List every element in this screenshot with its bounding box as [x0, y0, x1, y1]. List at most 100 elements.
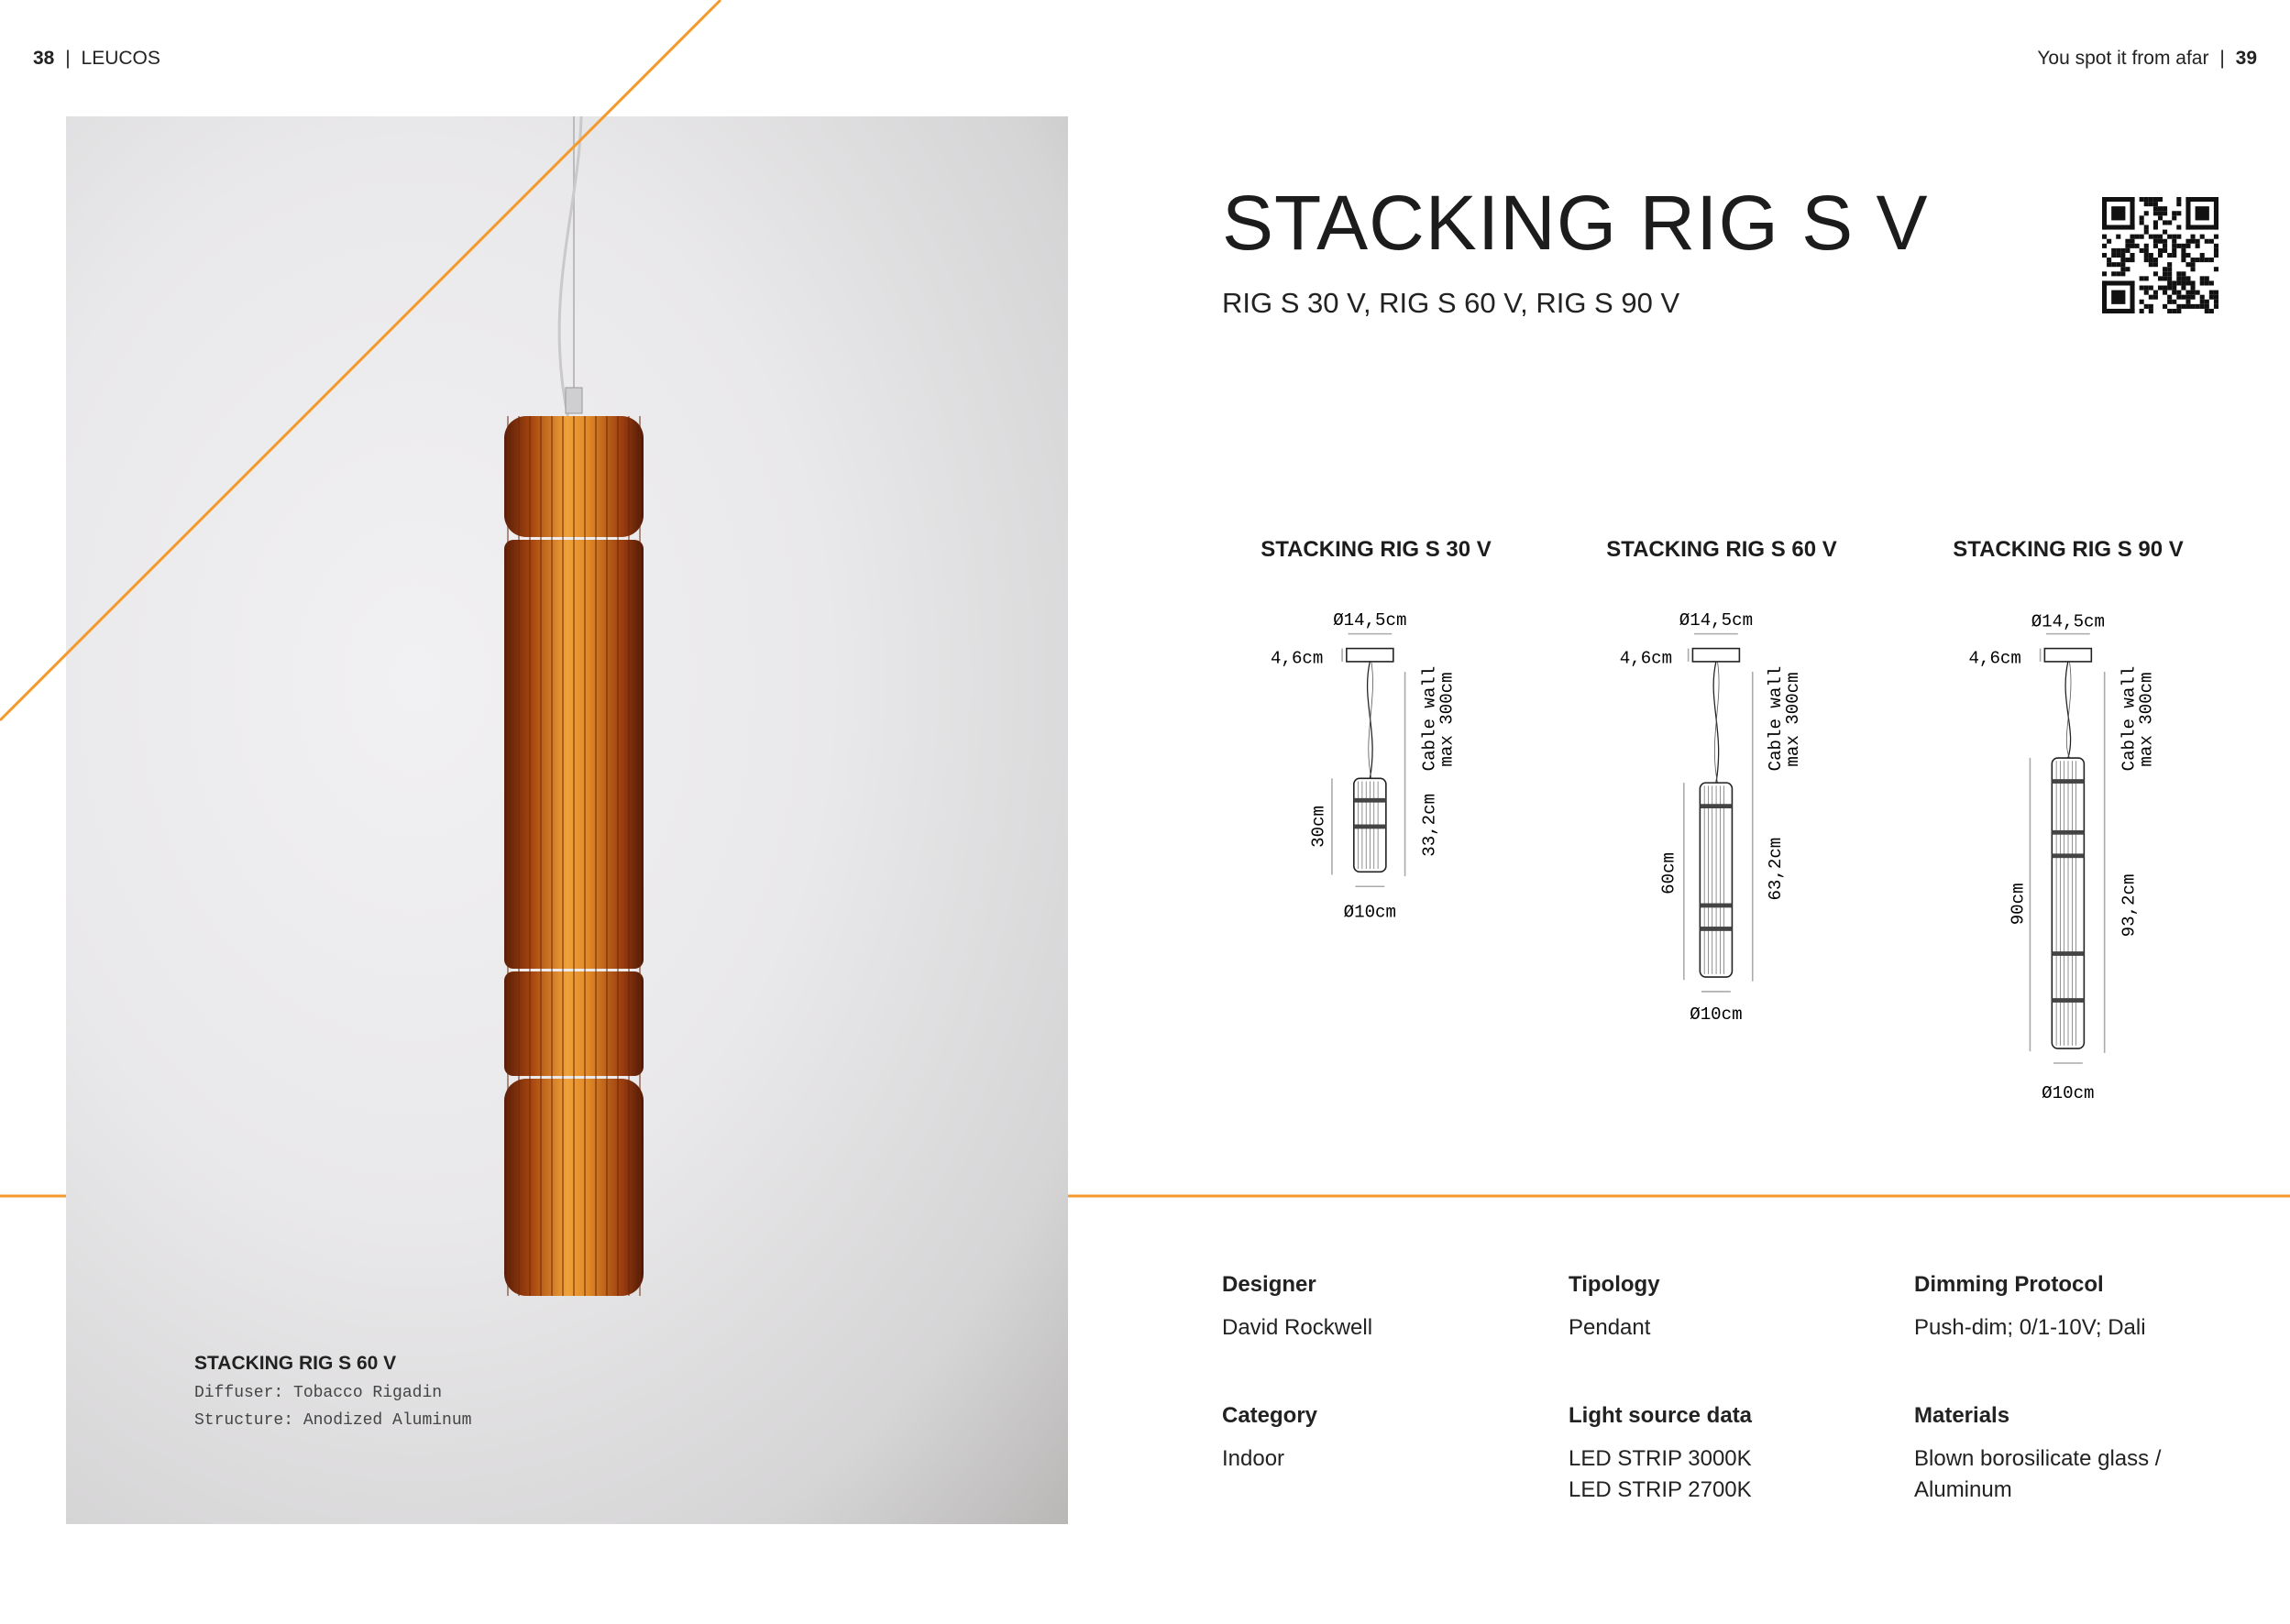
qr-module: [2102, 197, 2108, 230]
canopy-height-label: 4,6cm: [1620, 649, 1672, 669]
qr-module: [2176, 225, 2182, 230]
qr-module: [2181, 243, 2186, 248]
cable: [2064, 661, 2072, 759]
qr-module: [2157, 197, 2163, 203]
drawing-rig-30: Ø14,5cm 4,6cm Cable wall max 300cm 30cm …: [1271, 610, 1458, 923]
qr-module: [2176, 308, 2182, 313]
qr-module: [2167, 276, 2173, 281]
ring: [1353, 797, 1386, 803]
qr-module: [2139, 247, 2144, 253]
cable: [1367, 661, 1373, 779]
qr-module: [2208, 238, 2214, 244]
qr-module: [2163, 247, 2168, 253]
qr-module: [2181, 294, 2186, 300]
cable-label: Cable wall: [2119, 666, 2140, 772]
qr-module: [2204, 258, 2209, 263]
qr-module: [2111, 290, 2126, 304]
qr-code[interactable]: [2102, 197, 2218, 313]
qr-module: [2107, 238, 2112, 244]
qr-module: [2130, 280, 2135, 313]
qr-module: [2148, 258, 2153, 263]
photo-caption: STACKING RIG S 60 V Diffuser: Tobacco Ri…: [194, 1353, 471, 1430]
qr-module: [2172, 238, 2177, 244]
qr-module: [2143, 290, 2149, 295]
spec-label: Designer: [1222, 1272, 1316, 1297]
ring: [2052, 853, 2085, 859]
qr-module: [2195, 243, 2200, 248]
qr-module: [2148, 202, 2153, 207]
cable-max-label: max 300cm: [1437, 672, 1458, 766]
qr-module: [2152, 234, 2158, 239]
qr-module: [2208, 258, 2214, 263]
qr-module: [2130, 252, 2135, 258]
qr-module: [2185, 197, 2218, 203]
caption-structure: Structure: Anodized Aluminum: [194, 1411, 472, 1430]
cable: [2065, 661, 2072, 759]
qr-module: [2143, 252, 2149, 258]
ring: [1353, 824, 1386, 829]
qr-module: [2163, 271, 2168, 277]
qr-module: [2163, 303, 2168, 309]
qr-module: [2181, 247, 2186, 253]
qr-module: [2143, 258, 2149, 263]
spec-label: Light source data: [1569, 1403, 1753, 1428]
qr-module: [2148, 303, 2153, 309]
qr-module: [2116, 252, 2121, 258]
qr-module: [2120, 267, 2126, 272]
qr-module: [2190, 290, 2196, 295]
spec-label: Dimming Protocol: [1914, 1272, 2104, 1297]
canopy-diameter-label: Ø14,5cm: [2031, 612, 2105, 632]
spec-designer: Designer David Rockwell: [1222, 1272, 1372, 1344]
qr-module: [2185, 225, 2218, 230]
qr-module: [2152, 290, 2158, 295]
qr-module: [2152, 258, 2158, 263]
caption-title: STACKING RIG S 60 V: [194, 1353, 397, 1374]
qr-module: [2130, 238, 2135, 244]
qr-module: [2199, 234, 2205, 239]
qr-module: [2185, 276, 2191, 281]
qr-module: [2148, 262, 2153, 268]
qr-module: [2172, 285, 2177, 291]
qr-module: [2134, 243, 2140, 248]
qr-module: [2148, 308, 2153, 313]
qr-module: [2157, 276, 2163, 281]
body-diameter-label: Ø10cm: [1344, 903, 1396, 923]
ring: [2052, 998, 2085, 1003]
qr-module: [2163, 229, 2168, 235]
qr-module: [2143, 276, 2149, 281]
qr-module: [2163, 238, 2168, 244]
qr-module: [2190, 267, 2196, 272]
qr-module: [2204, 303, 2209, 309]
qr-module: [2167, 262, 2173, 268]
qr-module: [2130, 234, 2135, 239]
qr-module: [2163, 285, 2168, 291]
qr-module: [2157, 247, 2163, 253]
canopy: [1691, 647, 1741, 663]
spec-value: LED STRIP 3000K: [1569, 1446, 1752, 1471]
cable-max-label: max 300cm: [2137, 672, 2157, 766]
qr-module: [2130, 197, 2135, 230]
qr-module: [2139, 234, 2144, 239]
qr-module: [2152, 225, 2158, 230]
qr-module: [2176, 234, 2182, 239]
qr-module: [2134, 234, 2140, 239]
qr-module: [2148, 252, 2153, 258]
qr-module: [2213, 243, 2218, 248]
cable-label: Cable wall: [1766, 666, 1786, 772]
qr-module: [2143, 285, 2149, 291]
qr-module: [2125, 238, 2130, 244]
qr-module: [2208, 280, 2214, 286]
qr-module: [2120, 262, 2126, 268]
spec-label: Category: [1222, 1403, 1318, 1428]
canopy-height-label: 4,6cm: [1969, 649, 2021, 669]
canopy-diameter-label: Ø14,5cm: [1333, 610, 1406, 631]
qr-module: [2185, 290, 2191, 295]
qr-module: [2181, 258, 2186, 263]
cable-label: Cable wall: [1419, 666, 1439, 772]
qr-module: [2152, 206, 2158, 212]
qr-module: [2199, 303, 2205, 309]
qr-module: [2190, 258, 2196, 263]
spec-value: Blown borosilicate glass /: [1914, 1446, 2162, 1471]
qr-module: [2102, 252, 2108, 258]
qr-module: [2130, 243, 2135, 248]
